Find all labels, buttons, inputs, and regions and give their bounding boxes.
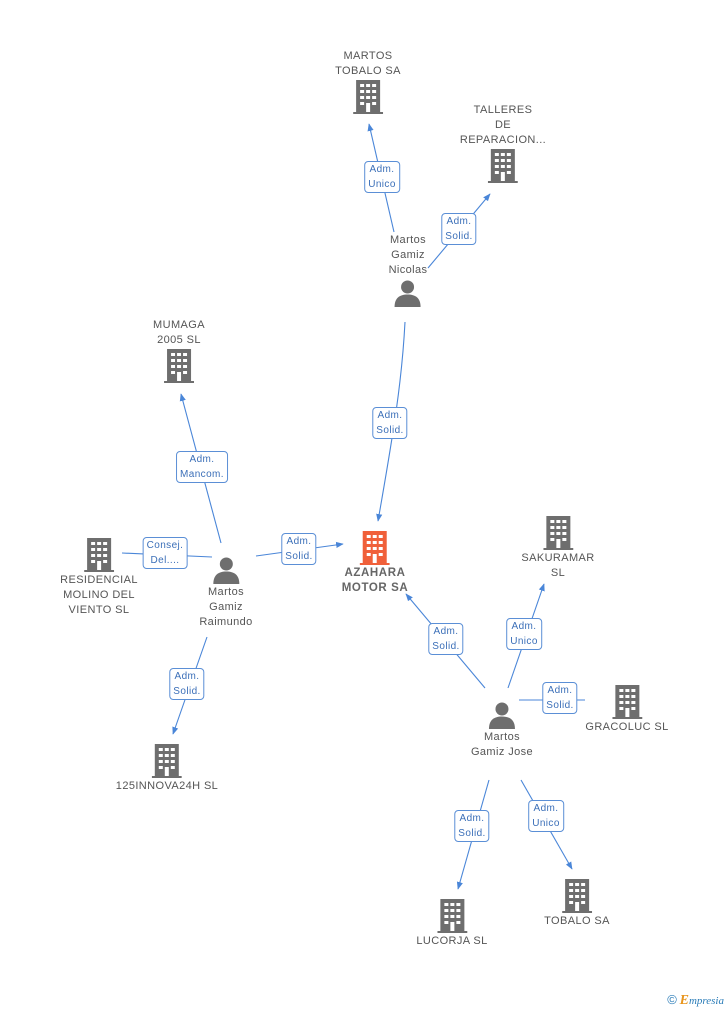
company-label: SAKURAMAR SL <box>521 552 595 579</box>
building-icon <box>164 349 194 383</box>
company-tobalo[interactable]: TOBALO SA <box>544 878 610 929</box>
relation-label[interactable]: Adm. Unico <box>528 800 564 832</box>
company-label: TALLERES DE REPARACION... <box>459 104 547 146</box>
person-icon <box>213 557 239 584</box>
person-icon <box>488 702 515 729</box>
relation-label[interactable]: Adm. Unico <box>506 618 542 650</box>
company-lucorja[interactable]: LUCORJA SL <box>416 898 487 949</box>
person-martos-gamiz-jose[interactable]: Martos Gamiz Jose <box>471 700 533 760</box>
relation-label[interactable]: Consej. Del.... <box>142 537 188 569</box>
person-martos-gamiz-raimundo[interactable]: Martos Gamiz Raimundo <box>199 555 252 630</box>
company-label: TOBALO SA <box>544 915 610 927</box>
brand-name: mpresia <box>688 995 724 1007</box>
company-azahara-central[interactable]: AZAHARA MOTOR SA <box>342 530 409 596</box>
relation-label[interactable]: Adm. Solid. <box>542 682 578 714</box>
company-label: MUMAGA 2005 SL <box>153 319 205 346</box>
company-label: 125INNOVA24H SL <box>115 780 219 792</box>
person-label: Martos Gamiz Raimundo <box>199 586 253 628</box>
brand-initial: E <box>679 993 689 1008</box>
relation-label[interactable]: Adm. Solid. <box>169 668 205 700</box>
company-label: MARTOS TOBALO SA <box>335 50 401 77</box>
building-icon <box>611 685 642 719</box>
company-label: LUCORJA SL <box>416 935 488 947</box>
building-icon <box>543 516 573 550</box>
relation-label[interactable]: Adm. Unico <box>364 161 400 193</box>
relation-label[interactable]: Adm. Solid. <box>454 810 490 842</box>
company-martos-tobalo[interactable]: MARTOS TOBALO SA <box>335 49 401 115</box>
relation-label[interactable]: Adm. Solid. <box>441 213 477 245</box>
company-label: AZAHARA MOTOR SA <box>341 567 409 594</box>
building-icon <box>83 538 114 572</box>
person-icon <box>395 280 421 307</box>
building-icon <box>360 531 390 565</box>
person-label: Martos Gamiz Nicolas <box>388 234 428 276</box>
building-icon <box>352 80 383 114</box>
company-mumaga[interactable]: MUMAGA 2005 SL <box>153 318 205 384</box>
building-icon <box>487 149 518 183</box>
copyright-symbol: © <box>667 992 677 1007</box>
company-label: RESIDENCIAL MOLINO DEL VIENTO SL <box>60 574 138 616</box>
company-residencial[interactable]: RESIDENCIAL MOLINO DEL VIENTO SL <box>60 537 138 618</box>
relation-label[interactable]: Adm. Solid. <box>428 623 464 655</box>
empresia-footer[interactable]: © Empresia <box>667 992 724 1009</box>
person-martos-gamiz-nicolas[interactable]: Martos Gamiz Nicolas <box>389 233 428 308</box>
company-sakuramar[interactable]: SAKURAMAR SL <box>521 515 594 581</box>
relation-label[interactable]: Adm. Mancom. <box>176 451 228 483</box>
company-125innova24h[interactable]: 125INNOVA24H SL <box>116 743 218 794</box>
relation-label[interactable]: Adm. Solid. <box>281 533 317 565</box>
relation-label[interactable]: Adm. Solid. <box>372 407 408 439</box>
company-gracoluc[interactable]: GRACOLUC SL <box>585 684 668 735</box>
company-talleres[interactable]: TALLERES DE REPARACION... <box>460 103 546 184</box>
company-label: GRACOLUC SL <box>585 721 669 733</box>
building-icon <box>561 879 592 913</box>
building-icon <box>152 744 182 778</box>
building-icon <box>437 899 467 933</box>
person-label: Martos Gamiz Jose <box>470 731 534 758</box>
